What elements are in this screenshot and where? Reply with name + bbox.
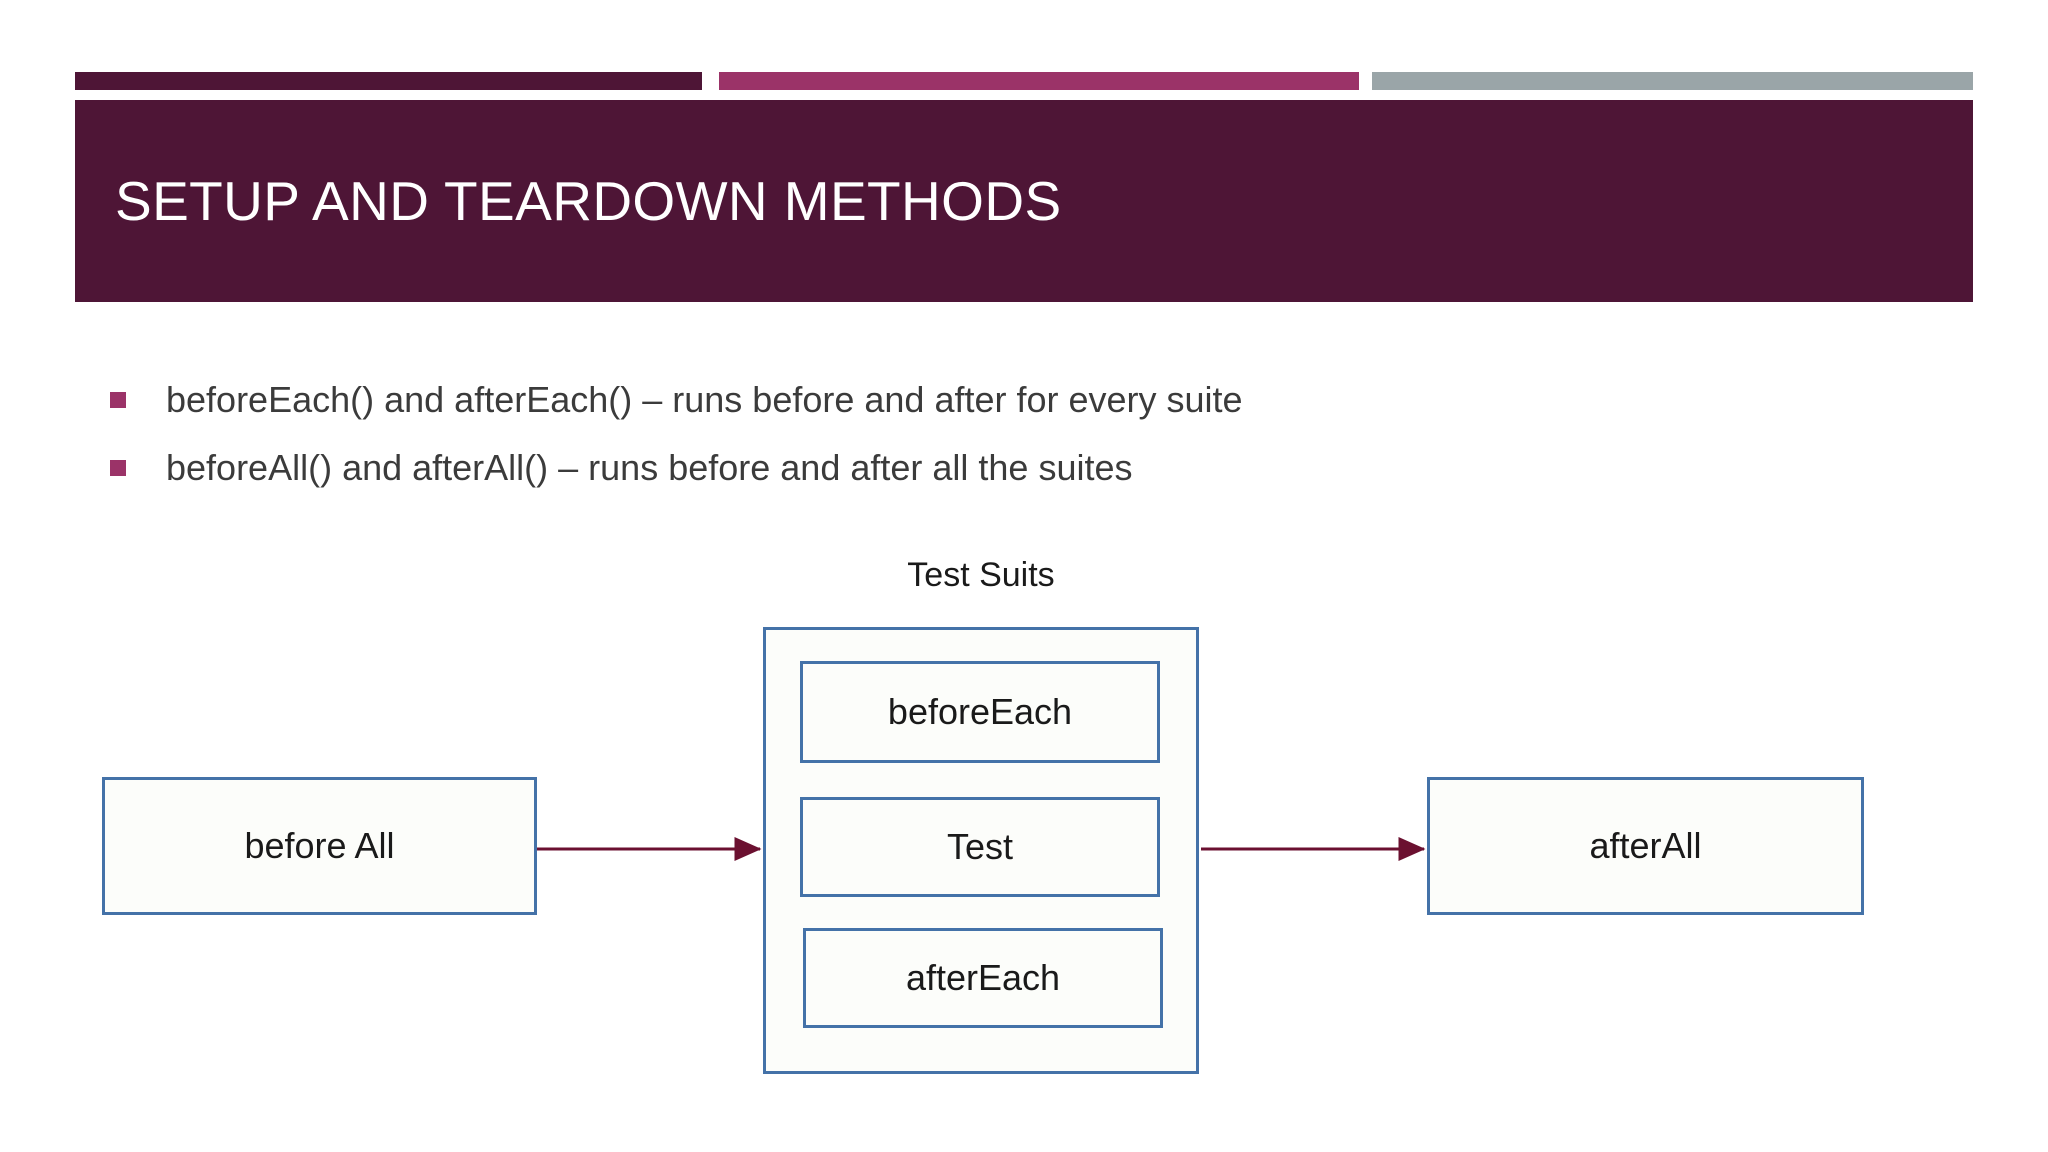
accent-bar-dark — [75, 72, 702, 90]
bullet-item-2: beforeAll() and afterAll() – runs before… — [110, 446, 1810, 490]
diagram-box-after-each: afterEach — [803, 928, 1163, 1028]
diagram-box-after-all: afterAll — [1427, 777, 1864, 915]
bullet-square-icon — [110, 460, 126, 476]
bullet-list: beforeEach() and afterEach() – runs befo… — [110, 378, 1810, 514]
bullet-item-1: beforeEach() and afterEach() – runs befo… — [110, 378, 1810, 422]
page-title: SETUP AND TEARDOWN METHODS — [115, 170, 1062, 232]
diagram-box-after-each-label: afterEach — [905, 957, 1061, 998]
bullet-item-1-label: beforeEach() and afterEach() – runs befo… — [166, 379, 1243, 420]
title-banner: SETUP AND TEARDOWN METHODS — [75, 100, 1973, 302]
diagram-box-before-all: before All — [102, 777, 537, 915]
diagram-box-test: Test — [800, 797, 1160, 897]
bullet-item-2-label: beforeAll() and afterAll() – runs before… — [166, 447, 1133, 488]
diagram-box-before-all-label: before All — [244, 825, 395, 866]
diagram-box-before-each: beforeEach — [800, 661, 1160, 763]
bullet-square-icon — [110, 392, 126, 408]
diagram-box-test-label: Test — [946, 826, 1014, 867]
diagram-box-after-all-label: afterAll — [1589, 825, 1702, 866]
diagram-box-before-each-label: beforeEach — [887, 691, 1073, 732]
test-suits-caption: Test Suits — [907, 556, 1055, 594]
diagram-box-test-suits — [763, 627, 1199, 1074]
accent-bar-magenta — [719, 72, 1359, 90]
accent-bar-gray — [1372, 72, 1973, 90]
